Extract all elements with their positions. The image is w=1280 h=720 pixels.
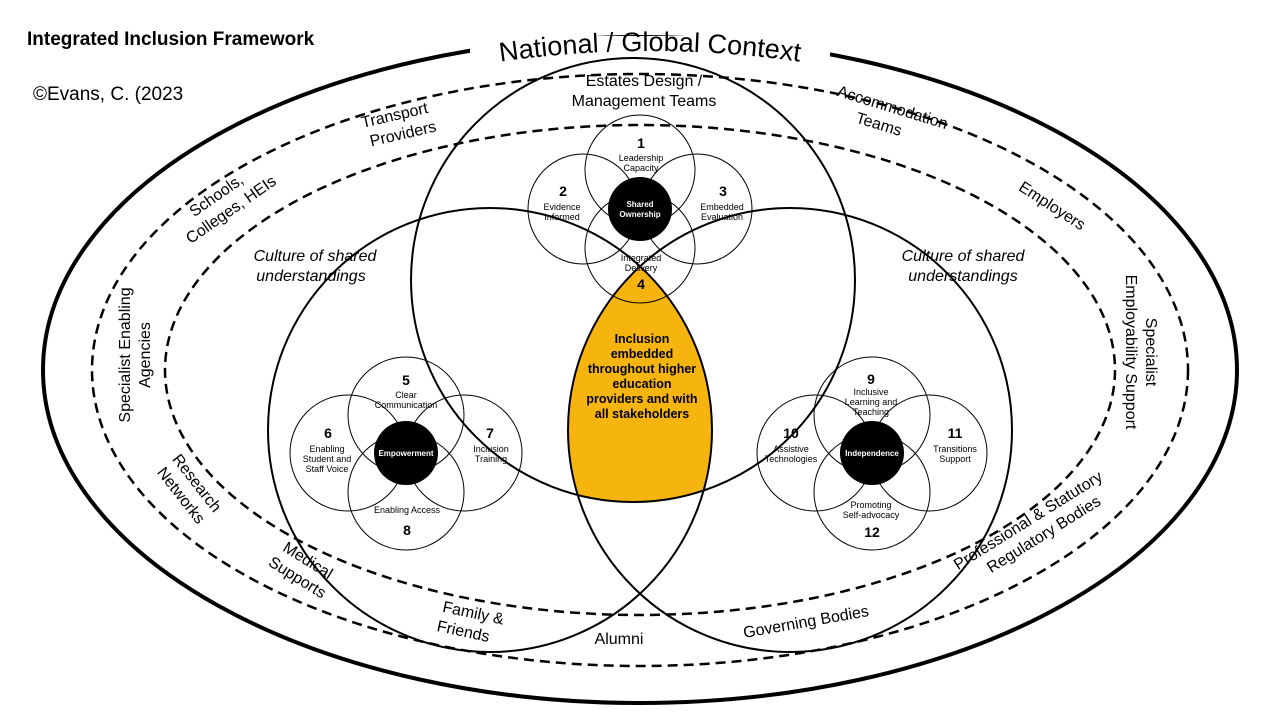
hub-label: Ownership xyxy=(619,210,660,219)
label-estates: Estates Design / Management Teams xyxy=(572,73,717,110)
core-line: providers and with xyxy=(586,392,697,406)
petal-text: Training xyxy=(475,454,507,464)
core-text: Inclusion embedded throughout higher edu… xyxy=(586,332,697,421)
petal-text: Promoting xyxy=(850,500,891,510)
stakeholder-ring-inner xyxy=(163,123,1117,617)
petal-number: 6 xyxy=(324,425,332,441)
petal-text: Staff Voice xyxy=(306,464,349,474)
hub-shared-ownership xyxy=(608,177,672,241)
circle-empowerment xyxy=(267,207,713,653)
core-intersection xyxy=(568,208,712,502)
hub-label: Independence xyxy=(845,449,899,458)
circle-independence xyxy=(567,207,1013,653)
culture-labels: Culture of shared understandings Culture… xyxy=(254,248,1026,285)
petal-text: Embedded xyxy=(700,202,744,212)
core-line: all stakeholders xyxy=(595,407,690,421)
label-line: Management Teams xyxy=(572,93,717,110)
petal-text: Enabling xyxy=(309,444,344,454)
petal-number: 7 xyxy=(486,425,494,441)
petal-number: 11 xyxy=(948,425,963,441)
culture-right-line1: Culture of shared xyxy=(902,248,1026,265)
culture-right-line2: understandings xyxy=(908,268,1017,285)
petal-text: Inclusion xyxy=(473,444,509,454)
petal-text: Leadership xyxy=(619,153,664,163)
petal-text: Clear xyxy=(395,390,417,400)
petal-text: Enabling Access xyxy=(374,505,441,515)
petal-number: 8 xyxy=(403,522,411,538)
label-line: Employers xyxy=(1015,179,1088,234)
label-family: Family & Friends xyxy=(435,599,505,646)
label-line: Agencies xyxy=(137,322,154,388)
petal-text: Teaching xyxy=(853,407,889,417)
petal-number: 9 xyxy=(867,371,875,387)
culture-left-line1: Culture of shared xyxy=(254,248,378,265)
petal-number: 12 xyxy=(864,524,880,540)
petal-text: Capacity xyxy=(623,163,659,173)
petal-text: Informed xyxy=(544,212,580,222)
label-line: Employability Support xyxy=(1122,275,1139,430)
cluster-independence: Independence 9 Inclusive Learning and Te… xyxy=(756,356,988,551)
label-transport: Transport Providers xyxy=(360,100,438,151)
petal-text: Communication xyxy=(375,400,438,410)
core-clip-a xyxy=(568,208,712,502)
culture-left-line2: understandings xyxy=(256,268,365,285)
petal-text: Evidence xyxy=(543,202,580,212)
label-specialist-agencies: Specialist Enabling Agencies xyxy=(117,287,154,422)
petal-text: Learning and xyxy=(845,397,898,407)
petal-text: Student and xyxy=(303,454,352,464)
hub-independence xyxy=(840,421,904,485)
hub-empowerment xyxy=(374,421,438,485)
stakeholder-ring-outer xyxy=(90,72,1190,668)
framework-title: Integrated Inclusion Framework xyxy=(27,29,315,50)
label-medical: Medical Supports xyxy=(265,539,335,602)
core-line: embedded xyxy=(611,347,674,361)
core-line: throughout higher xyxy=(588,362,696,376)
cluster-shared-ownership: Shared Ownership 1 Leadership Capacity 2… xyxy=(527,114,753,304)
label-line: Governing Bodies xyxy=(742,603,870,642)
title-arc-background xyxy=(470,36,830,72)
label-specialist-employability: Specialist Employability Support xyxy=(1122,275,1159,430)
hub-label: Shared xyxy=(626,200,653,209)
label-employers: Employers xyxy=(1015,179,1088,234)
petal-text: Assistive xyxy=(773,444,809,454)
label-line: Professional & Statutory xyxy=(951,468,1106,573)
petal-number: 1 xyxy=(637,135,645,151)
core-line: Inclusion xyxy=(615,332,670,346)
petal-text: Evaluation xyxy=(701,212,743,222)
petal-text: Integrated xyxy=(621,253,662,263)
petal-number: 10 xyxy=(783,425,799,441)
label-line: Specialist Enabling xyxy=(117,287,134,422)
core-clip-b xyxy=(568,208,712,502)
label-accommodation: Accommodation Teams xyxy=(835,83,950,140)
petal-text: Inclusive xyxy=(853,387,888,397)
label-line: Specialist xyxy=(1142,318,1159,387)
petal-text: Support xyxy=(939,454,971,464)
cluster-empowerment: Empowerment 5 Clear Communication 6 Enab… xyxy=(289,356,523,551)
label-alumni: Alumni xyxy=(595,631,644,648)
petal-number: 3 xyxy=(719,183,727,199)
petal-number: 5 xyxy=(402,372,410,388)
petal-text: Technologies xyxy=(765,454,818,464)
petal-text: Delivery xyxy=(625,263,658,273)
label-governing: Governing Bodies xyxy=(742,603,870,642)
petal-number: 4 xyxy=(637,276,645,292)
petal-text: Self-advocacy xyxy=(843,510,900,520)
circle-shared-ownership xyxy=(410,57,856,503)
copyright-notice: ©Evans, C. (2023 xyxy=(33,84,184,105)
core-line: education xyxy=(612,377,671,391)
hub-label: Empowerment xyxy=(378,449,433,458)
petal-text: Transitions xyxy=(933,444,977,454)
label-line: Estates Design / xyxy=(586,73,703,90)
petal-number: 2 xyxy=(559,183,567,199)
